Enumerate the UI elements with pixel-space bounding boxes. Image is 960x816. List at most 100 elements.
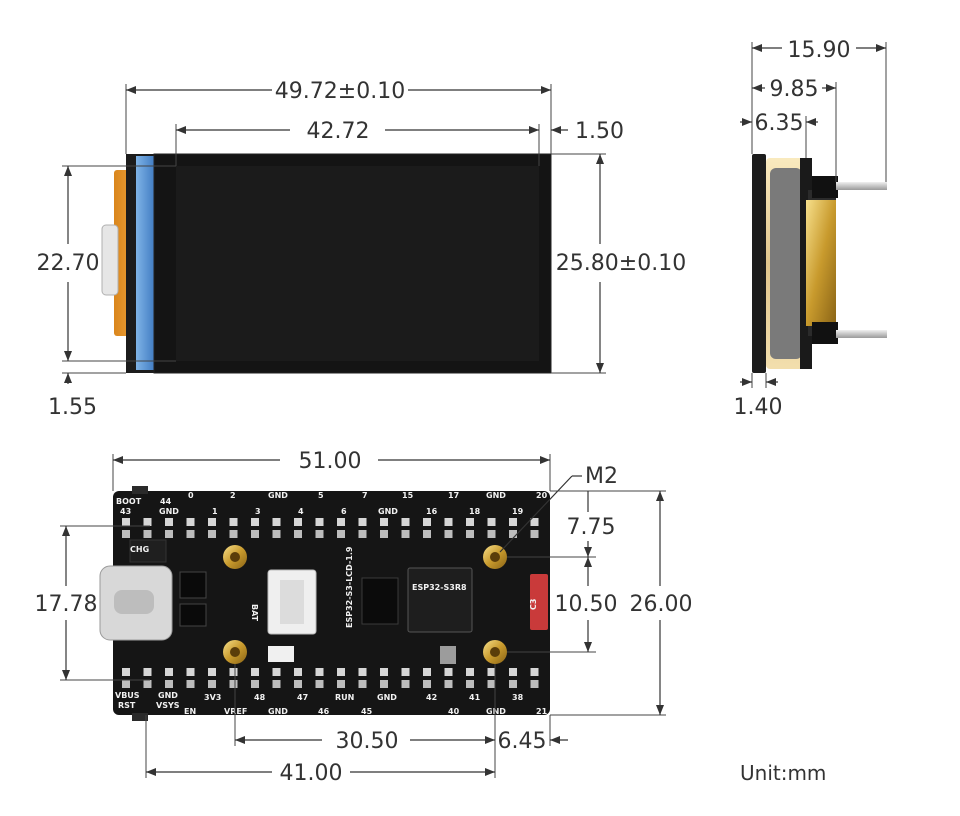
top-header-pin-pad [487,530,496,538]
top-header-pin-pad [165,530,173,538]
top-header-pin-pad [143,530,152,538]
pin-label-0: 0 [188,491,194,500]
bottom-header-pin-pad [143,668,152,676]
bottom-header-pin-pad [337,680,345,688]
pin-label-43: 43 [120,507,131,516]
fpc-connector [101,224,119,296]
pin-label-47: 47 [297,693,308,702]
bottom-header-pin-pad [294,668,302,676]
pin-label-4: 4 [298,507,304,516]
pin-label-45: 45 [361,707,373,716]
pin-label-15: 15 [402,491,414,500]
top-header-pin-pad [466,518,474,526]
lcd-front-view [101,153,552,374]
pin-label-42: 42 [426,693,437,702]
side-pin-top [836,182,887,190]
bottom-header-pin-pad [423,668,431,676]
top-header-pin-pad [315,518,324,526]
bottom-header-pin-pad [380,680,388,688]
bottom-header-pin-pad [509,668,517,676]
lcd-dimensions: 49.72±0.10 42.72 1.50 22.70 25.80±0.10 [37,79,687,420]
top-header-pin-pad [294,530,302,538]
mount-hole-4-inner [490,647,500,657]
pin-label-17: 17 [448,491,459,500]
esp32-s3-chip [407,567,473,633]
bottom-header-pin-pad [143,680,152,688]
hole-spacing-horizontal-label: 30.50 [336,729,399,754]
bottom-header-pin-pad [186,668,195,676]
top-header-pin-pad [272,530,281,538]
pin-label-vbus: VBUS [115,691,140,700]
pin-label-en: EN [184,707,196,716]
side-glass-label: 1.40 [734,395,783,420]
lcd-overall-height-label: 25.80±0.10 [556,251,686,276]
bottom-header-pin-pad [337,668,345,676]
lcd-active-height-label: 22.70 [37,251,100,276]
bottom-header-pin-pad [401,680,410,688]
top-header-pin-pad [208,530,216,538]
bottom-header-pin-pad [466,680,474,688]
charge-led-area [129,539,167,563]
bottom-header-pin-pad [487,680,496,688]
bottom-header-pin-pad [444,668,453,676]
bottom-header-pin-pad [251,668,259,676]
board-height-label: 26.00 [630,592,693,617]
psram-chip [361,577,399,625]
pin-label-gnd-top-1: GND [268,491,288,500]
top-header-pin-pad [423,518,431,526]
pin-label-run: RUN [335,693,354,702]
bottom-header-pin-pad [530,668,539,676]
top-header-pin-pad [380,530,388,538]
pin-label-gnd-top-0: GND [159,507,179,516]
pin-label-gnd-bottom-0: GND [158,691,178,700]
lcd-bottom-border-label: 1.55 [48,395,97,420]
lcd-active-area [176,166,539,361]
top-header-pin-pad [401,530,410,538]
pin-label-5: 5 [318,491,324,500]
pin-label-19: 19 [512,507,524,516]
top-header-pin-pad [186,518,195,526]
bottom-header-pin-pad [444,680,453,688]
bottom-header-pin-pad [208,680,216,688]
pin-label-38: 38 [512,693,524,702]
top-header-pin-pad [251,530,259,538]
top-header-pin-pad [487,518,496,526]
pin-label-1: 1 [212,507,218,516]
side-housing [770,168,802,359]
antenna [530,574,548,630]
top-header-pin-pad [444,530,453,538]
top-pin-labels: BOOT 43 44 0 2 GND 5 7 15 17 GND 20 GND … [116,491,548,516]
usb-width-label: 17.78 [35,592,98,617]
bottom-header-pin-pad [315,680,324,688]
top-header-pin-pad [251,518,259,526]
pin-label-gnd-bottom-2: GND [268,707,288,716]
pin-label-vref: VREF [224,707,247,716]
pin-label-7: 7 [362,491,368,500]
top-header-pin-pad [337,518,345,526]
top-header-pin-pad [122,518,130,526]
top-header-pin-pad [530,530,539,538]
pin-label-48: 48 [254,693,266,702]
bottom-header-pin-pad [165,668,173,676]
top-header-pin-pad [380,518,388,526]
top-header-pin-pad [122,530,130,538]
charge-label: CHG [130,545,149,554]
pin-label-vsys: VSYS [156,701,180,710]
pin-label-3: 3 [255,507,261,516]
bottom-header-pin-pad [530,680,539,688]
bottom-header-pin-pad [229,668,238,676]
antenna-label: C3 [529,599,538,610]
bottom-pin-labels: VBUS GND RST VSYS 3V3 48 47 RUN GND 42 4… [115,691,548,716]
top-header-pin-pad [401,518,410,526]
bottom-header-pin-pad [208,668,216,676]
top-header-pin-pad [423,530,431,538]
top-header-pin-pad [509,518,517,526]
pin-label-gnd-top-3: GND [378,507,398,516]
backlight-strip [136,156,156,370]
hole-size-label: M2 [585,464,618,489]
board-view: BOOT 43 44 0 2 GND 5 7 15 17 GND 20 GND … [99,486,550,721]
bottom-header-pin-pad [165,680,173,688]
side-glass [752,154,766,373]
top-header-pin-pad [509,530,517,538]
lcd-active-width-label: 42.72 [307,119,370,144]
